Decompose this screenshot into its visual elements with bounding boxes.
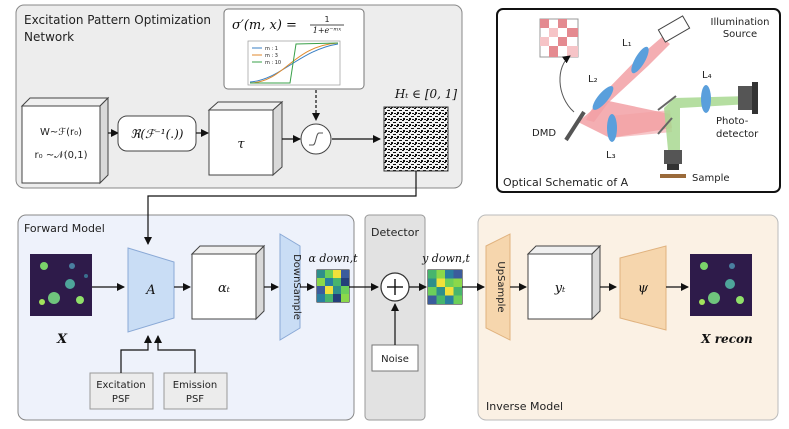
illumination-label: Illumination [711,17,770,28]
upsample-block: UpSample [485,233,511,341]
input-weights-cube: W~ℱ(r₀) r₀ ~𝒩(0,1) [20,96,110,185]
input-image-x [30,254,92,316]
operator-a-block: A [127,247,175,333]
input-line1: W~ℱ(r₀) [40,127,82,138]
noise-box: Noise [371,344,419,372]
sample-stage [660,174,686,178]
x-recon-label: X recon [700,332,752,346]
lens-l2 [592,86,614,110]
pattern-label: Hₜ ∈ [0, 1] [394,87,458,101]
objective-icon [664,150,682,170]
emission-psf-line2: PSF [186,394,204,405]
inverse-model-panel: Inverse Model UpSample yₜ ψ [462,214,779,421]
sigmoid-activation-node [300,123,332,155]
lens-l3-label: L₃ [606,150,616,161]
x-label: X [56,332,68,347]
alpha-down-heatmap [316,269,350,303]
downsample-label: DownSample [291,254,302,320]
detector-panel: Detector Noise [349,214,427,421]
inverse-model-title: Inverse Model [486,400,563,413]
lens-l1 [631,46,649,74]
sigmoid-legend-2: m : 3 [265,53,278,59]
lens-l4 [701,85,711,113]
lens-l4-label: L₄ [702,70,712,81]
illumination-source-icon [657,15,691,43]
emission-psf-line1: Emission [173,380,218,391]
downsample-block: DownSample [279,233,302,341]
tau-label: τ [237,137,245,152]
photodetector-label2: detector [716,129,759,140]
emission-psf-box: Emission PSF [163,372,228,410]
optimization-network-panel: Excitation Pattern Optimization Network … [15,4,463,189]
y-down-heatmap [427,269,463,305]
alpha-label: αₜ [218,281,231,296]
y-cube: yₜ [526,244,602,321]
dmd-pattern-icon [539,18,579,58]
reconstructed-image [690,254,752,316]
input-line2: r₀ ~𝒩(0,1) [35,150,88,161]
sigmoid-legend-1: m : 1 [265,46,278,52]
alpha-cube: αₜ [190,244,266,321]
network-title-line2: Network [24,30,74,44]
sample-label: Sample [692,173,730,184]
excitation-psf-box: Excitation PSF [89,372,154,410]
network-title-line1: Excitation Pattern Optimization [24,13,211,27]
noise-label: Noise [381,354,409,365]
sum-node [380,272,410,302]
sigmoid-formula-den: 1+e⁻ᵐˣ [313,26,342,35]
sigmoid-formula-num: 1 [324,15,329,24]
psi-label: ψ [638,281,649,296]
detector-title: Detector [371,226,419,239]
y-down-label: y down,t [421,252,470,265]
psi-block: ψ [619,245,667,331]
tau-cube: τ [207,100,284,177]
forward-model-title: Forward Model [24,222,105,235]
alpha-down-label: α down,t [308,252,358,265]
illumination-label2: Source [723,29,757,40]
dmd-mirror [564,110,586,142]
y-label: yₜ [554,281,566,296]
excitation-psf-line1: Excitation [96,380,146,391]
lens-l3 [607,114,617,142]
inverse-fft-label: ℜ(ℱ⁻¹(.)) [131,127,184,141]
lens-l2-label: L₂ [588,74,598,85]
upsample-label: UpSample [495,261,506,312]
photodetector-icon [738,82,758,114]
sigmoid-legend-3: m : 10 [265,60,281,66]
sigmoid-formula-lhs: σ′(m, x) = [232,18,297,33]
a-label: A [145,283,155,298]
schematic-caption: Optical Schematic of A [503,176,629,189]
excitation-pattern-image [383,106,449,172]
optical-schematic-panel: Illumination Source L₁ L₂ L₃ L₄ DMD Phot… [496,8,781,193]
photodetector-label1: Photo- [716,116,749,127]
dmd-label: DMD [532,128,556,139]
inverse-fft-box: ℜ(ℱ⁻¹(.)) [117,115,197,152]
sigmoid-box: σ′(m, x) = 1 1+e⁻ᵐˣ m : 1 m : 3 m : 10 [223,8,365,90]
forward-model-panel: Forward Model X A αₜ [17,171,417,421]
excitation-psf-line2: PSF [112,394,130,405]
lens-l1-label: L₁ [622,38,632,49]
